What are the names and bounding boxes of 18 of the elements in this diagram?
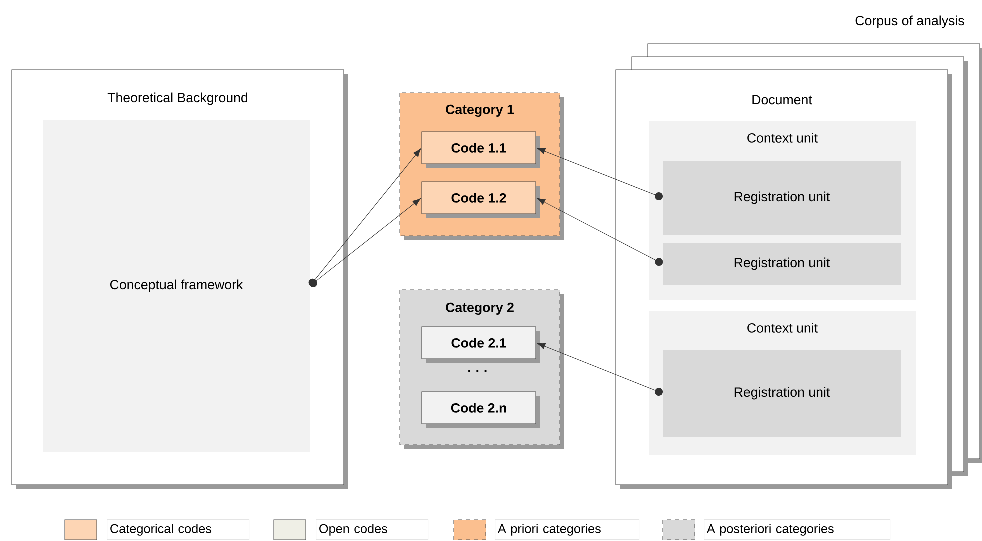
arrow	[537, 148, 664, 201]
registration-unit-box: Registration unit	[663, 161, 901, 235]
legend-label: A posteriori categories	[704, 520, 891, 540]
legend-label: Categorical codes	[107, 520, 250, 540]
arrow	[537, 198, 664, 266]
code-box: Code 2.n	[422, 392, 540, 428]
registration-unit-box: Registration unit	[663, 350, 901, 437]
legend-label: A priori categories	[495, 520, 640, 540]
code-box: Code 1.1	[422, 132, 540, 168]
ellipsis: · · ·	[468, 370, 487, 372]
legend-label: Open codes	[316, 520, 429, 540]
corpus-label: Corpus of analysis	[856, 16, 964, 28]
code-box: Code 1.2	[422, 182, 540, 218]
arrow	[309, 198, 422, 288]
code-box: Code 2.1	[422, 326, 540, 363]
arrow	[537, 343, 664, 396]
registration-unit-box: Registration unit	[663, 243, 901, 285]
framework-box: Conceptual framework	[43, 120, 310, 452]
